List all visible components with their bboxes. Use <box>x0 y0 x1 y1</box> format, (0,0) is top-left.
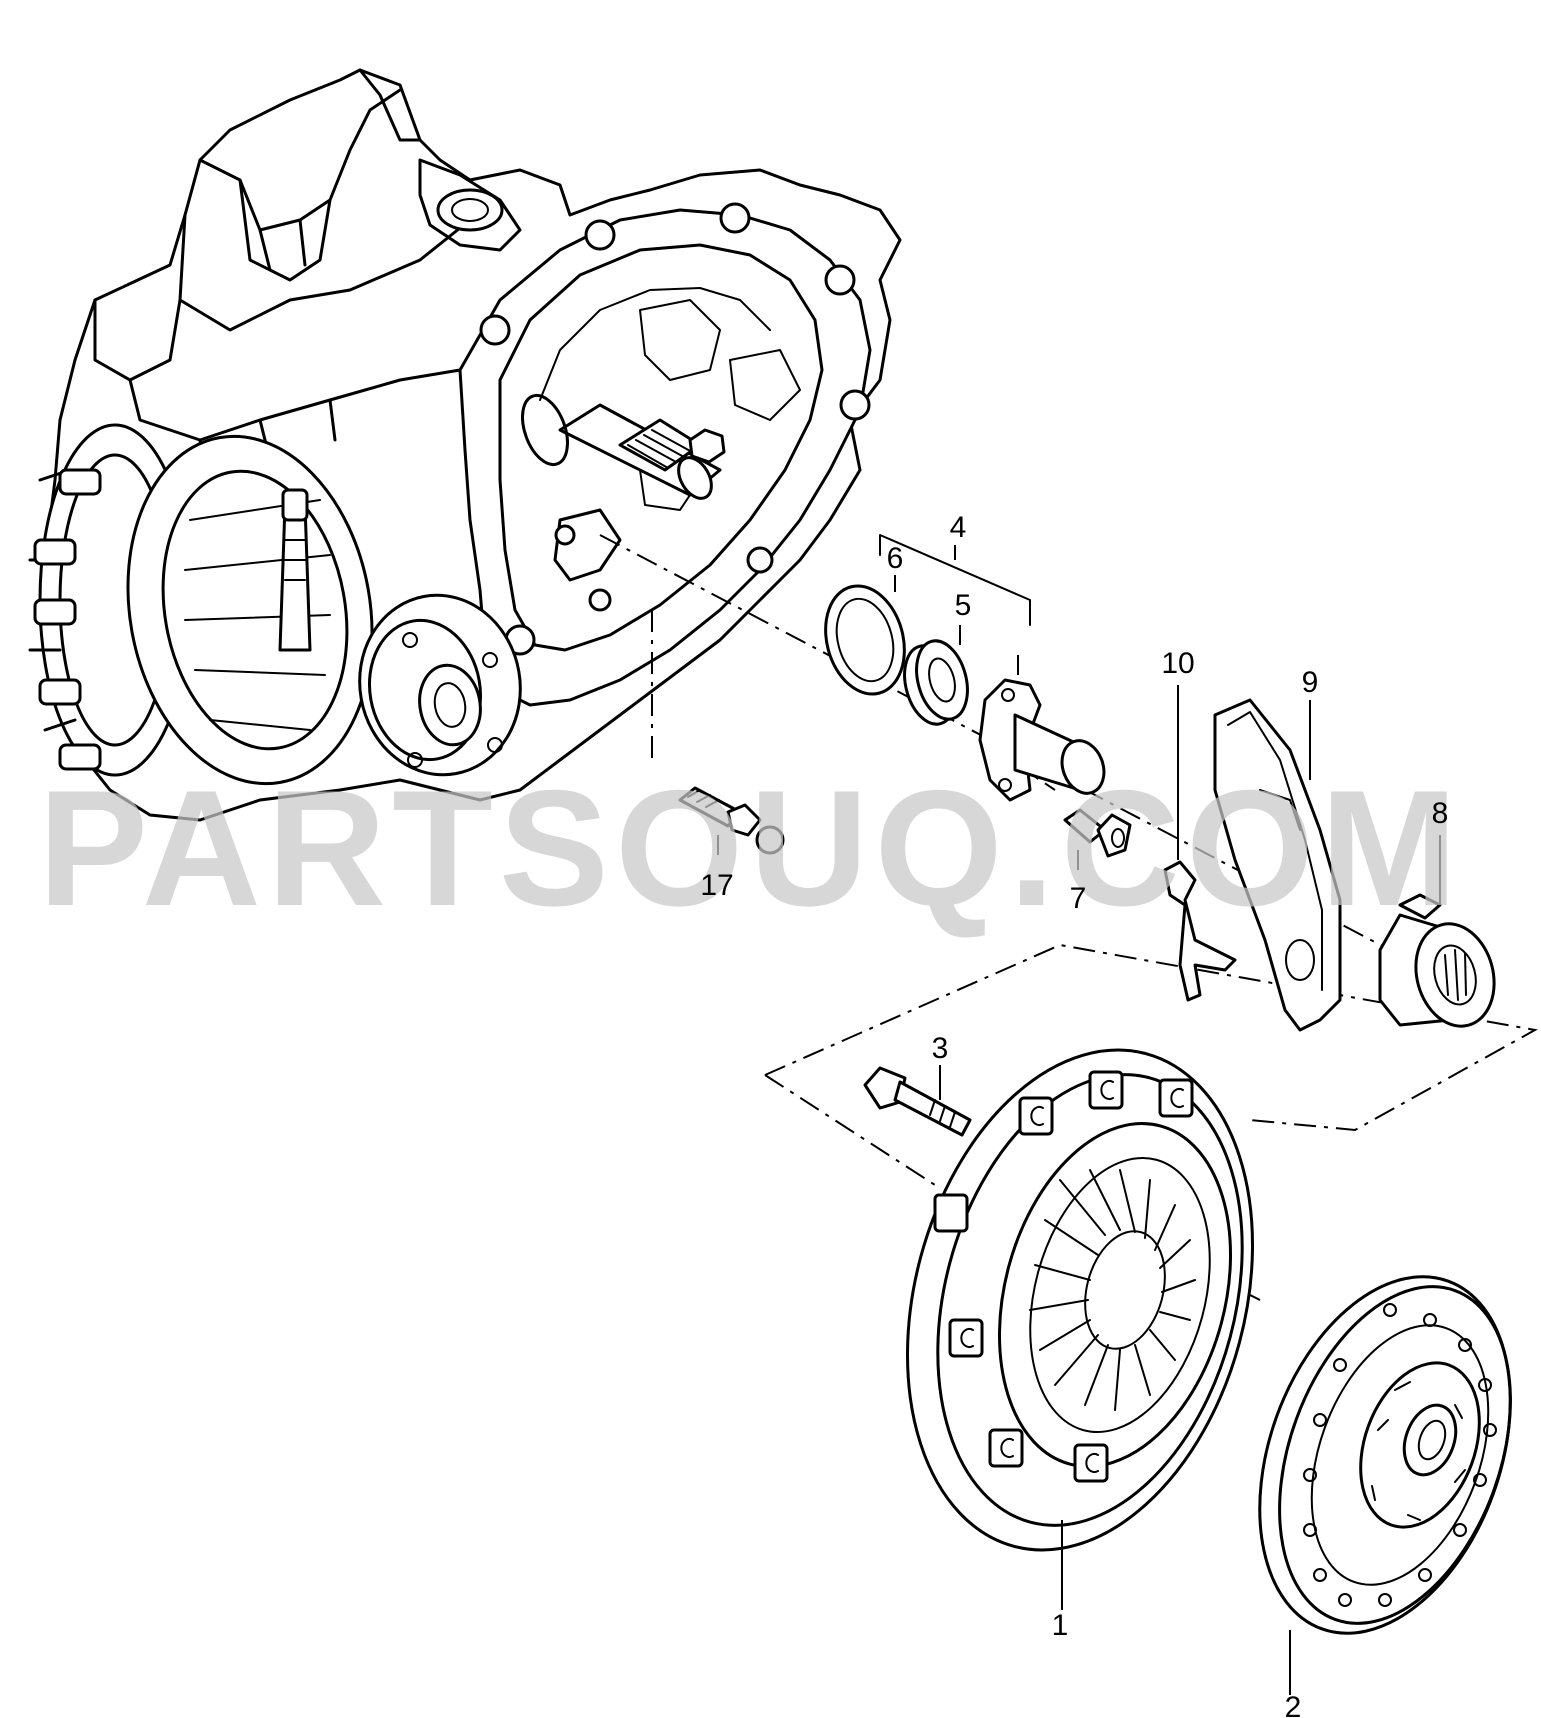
callout-10[interactable]: 10 <box>1161 647 1194 680</box>
callout-9[interactable]: 9 <box>1302 666 1319 699</box>
shaft-seal-icon <box>903 625 969 726</box>
gearbox-housing-icon <box>28 68 902 822</box>
socket-head-bolt-icon <box>1063 808 1132 870</box>
clutch-pressure-plate-icon <box>905 1048 1255 1610</box>
assembly-bracket-4 <box>879 534 1031 626</box>
callout-7[interactable]: 7 <box>1070 882 1087 915</box>
callout-2[interactable]: 2 <box>1285 1691 1302 1718</box>
callout-labels: 1 2 3 4 5 6 7 8 9 10 17 <box>700 511 1448 1718</box>
watermark-text: PARTSOUQ.COM <box>38 756 1464 940</box>
callout-6[interactable]: 6 <box>887 542 904 575</box>
callout-3[interactable]: 3 <box>932 1032 949 1065</box>
callout-8[interactable]: 8 <box>1432 797 1449 830</box>
callout-4[interactable]: 4 <box>950 511 967 544</box>
callout-1[interactable]: 1 <box>1052 1609 1069 1642</box>
clutch-disc-icon <box>1258 1275 1512 1695</box>
bolt-icon <box>863 1065 972 1137</box>
callout-17[interactable]: 17 <box>700 869 733 902</box>
o-ring-icon <box>824 575 906 696</box>
release-bearing-icon <box>1378 835 1496 1028</box>
callout-5[interactable]: 5 <box>955 589 972 622</box>
release-lever-icon <box>1213 698 1342 1032</box>
guide-sleeve-assembly-icon <box>978 655 1106 802</box>
retaining-spring-icon <box>1163 685 1237 1002</box>
breather-fitting-icon <box>678 786 785 855</box>
